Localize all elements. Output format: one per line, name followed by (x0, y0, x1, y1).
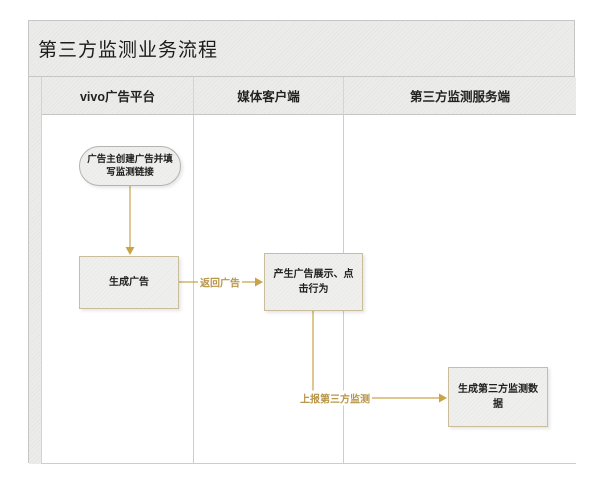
lane-header-vivo-ad-platform: vivo广告平台 (42, 77, 194, 115)
node-start-create-ad: 广告主创建广告并填写监测链接 (79, 146, 181, 186)
node-label: 生成广告 (109, 277, 149, 288)
lane-header-label: 媒体客户端 (237, 90, 300, 104)
edge-label-return-ad: 返回广告 (198, 274, 242, 290)
lane-header-media-client: 媒体客户端 (194, 77, 344, 115)
node-ad-display-click: 产生广告展示、点击行为 (264, 253, 363, 311)
lane-header-third-party-server: 第三方监测服务端 (344, 77, 576, 115)
edge-label-report-monitor: 上报第三方监测 (298, 390, 372, 406)
node-label: 产生广告展示、点击行为 (273, 269, 354, 295)
node-third-party-data: 生成第三方监测数据 (448, 367, 548, 427)
pool-bottom-border (42, 463, 576, 464)
node-label: 生成第三方监测数据 (458, 384, 538, 410)
lane-header-label: vivo广告平台 (79, 90, 155, 104)
node-label: 广告主创建广告并填写监测链接 (87, 154, 173, 178)
page-title: 第三方监测业务流程 (38, 40, 219, 61)
diagram-title-band: 第三方监测业务流程 (29, 21, 574, 77)
swimlane-pool: 第三方监测业务流程 vivo广告平台 媒体客户端 第三方监测服务端 返回广告 上… (28, 20, 576, 464)
pool-left-rail (29, 77, 42, 464)
lane-header-label: 第三方监测服务端 (409, 90, 510, 104)
node-generate-ad: 生成广告 (79, 256, 179, 309)
